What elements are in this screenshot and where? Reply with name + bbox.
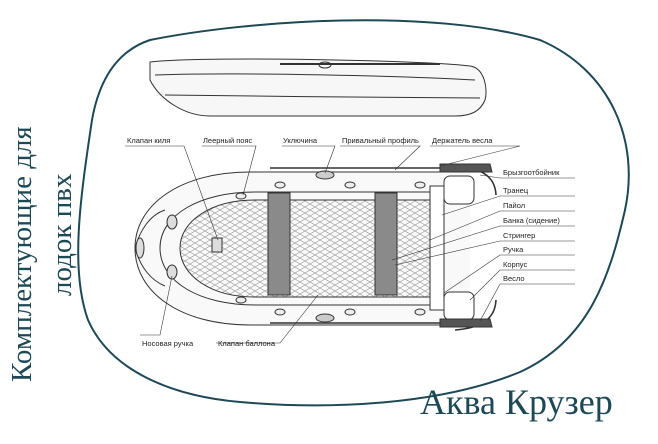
label-oarlock: Уключина bbox=[283, 136, 318, 145]
label-tube-valve: Клапан баллона bbox=[218, 339, 276, 348]
leader-lines bbox=[125, 145, 575, 344]
brand-name: Аква Крузер bbox=[420, 382, 613, 422]
boat-side-view bbox=[149, 58, 487, 117]
part-labels: Клапан киля Леерный пояс Уключина Привал… bbox=[127, 136, 560, 348]
label-floor: Пайол bbox=[503, 201, 525, 210]
label-transom: Транец bbox=[503, 186, 529, 195]
vertical-title-line1: Комплектующие для bbox=[6, 126, 38, 382]
label-oar: Весло bbox=[503, 274, 525, 283]
label-seat: Банка (сидение) bbox=[503, 216, 560, 225]
boat-top-view bbox=[134, 163, 497, 331]
vertical-title-line2: лодок пвх bbox=[46, 173, 78, 296]
label-gunwale-profile: Привальный профиль bbox=[342, 136, 419, 145]
label-lifeline: Леерный пояс bbox=[203, 136, 253, 145]
label-stringer: Стрингер bbox=[503, 231, 535, 240]
label-bow-handle: Носовая ручка bbox=[142, 339, 194, 348]
label-hull: Корпус bbox=[503, 260, 527, 269]
label-spray-deflector: Брызгоотбойник bbox=[503, 168, 560, 177]
label-oar-holder: Держатель весла bbox=[432, 136, 493, 145]
label-keel-valve: Клапан киля bbox=[127, 136, 170, 145]
label-handle: Ручка bbox=[503, 245, 524, 254]
frame-outline bbox=[77, 19, 630, 407]
